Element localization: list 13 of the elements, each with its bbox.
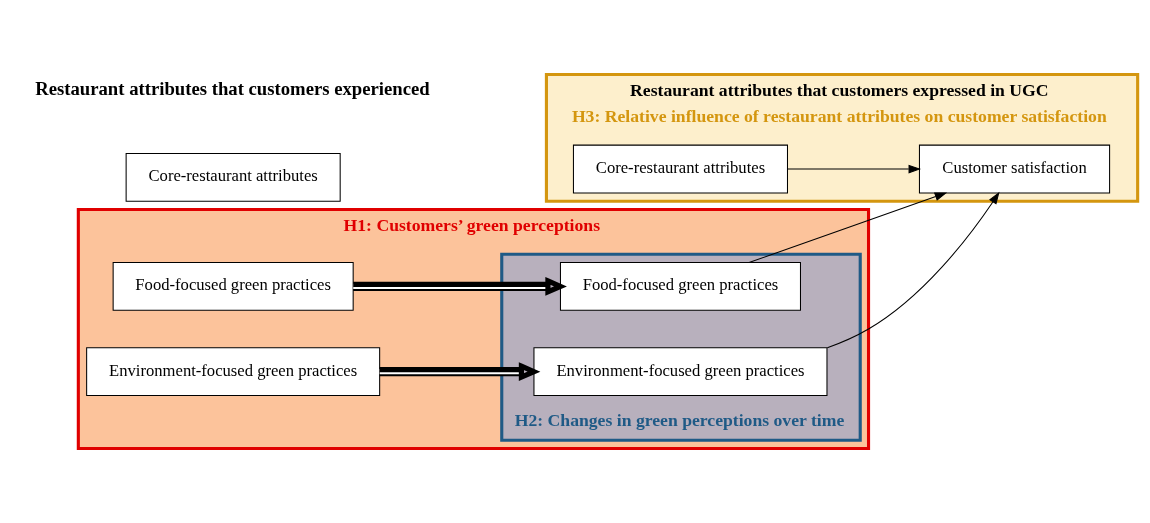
node-box: Environment-focused green practices [533, 347, 828, 397]
node-box: Core-restaurant attributes [125, 152, 341, 202]
arrow [353, 277, 567, 296]
label: Restaurant attributes that customers experienced [35, 77, 430, 99]
arrow [379, 362, 541, 382]
arrow [748, 192, 948, 264]
node-box: Food-focused green practices [112, 262, 354, 311]
arrow [826, 191, 1000, 349]
arrow [787, 164, 921, 174]
node-box: Customer satisfaction [918, 144, 1111, 194]
node-box: Environment-focused green practices [86, 347, 381, 397]
node-box: Core-restaurant attributes [572, 144, 788, 194]
node-box: Food-focused green practices [559, 262, 801, 311]
